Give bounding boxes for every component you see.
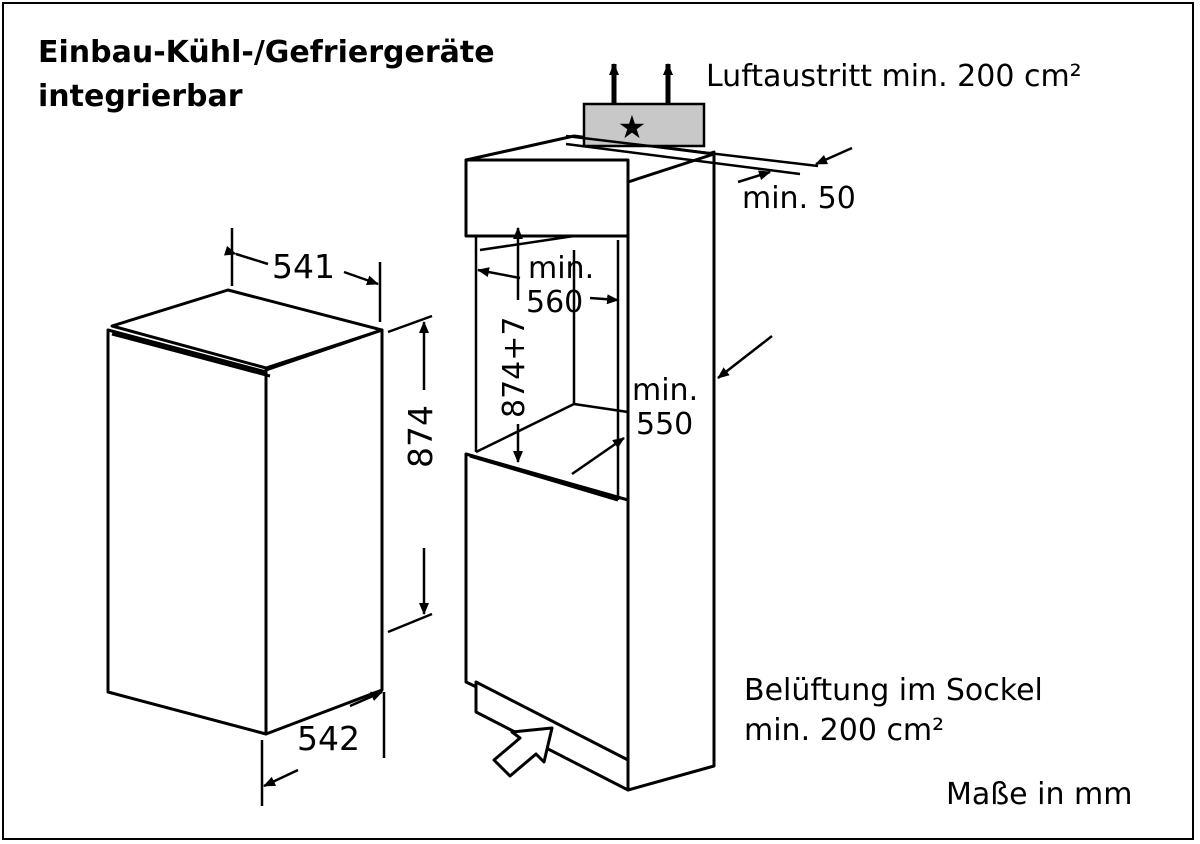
niche-depth-min-label: min.: [632, 373, 699, 408]
appliance-box: [106, 288, 384, 736]
height-dimension: [387, 314, 433, 634]
plinth-vent-label-1: Belüftung im Sockel: [744, 673, 1043, 708]
units-note: Maße in mm: [946, 777, 1133, 812]
air-outlet-label: Luftaustritt min. 200 cm²: [706, 59, 1082, 94]
niche-depth-value: 550: [636, 407, 694, 442]
cabinet: [464, 134, 716, 792]
title-line-2: integrierbar: [38, 79, 243, 114]
plinth-vent-label-2: min. 200 cm²: [744, 713, 945, 748]
air-outlet-arrows: [609, 63, 673, 104]
depth-dimension: [260, 690, 386, 806]
svg-text:★: ★: [618, 108, 647, 146]
appliance-width-label: 541: [272, 247, 335, 286]
niche-width-min-label: min.: [528, 251, 595, 286]
width-dimension: [224, 228, 382, 322]
gap-dimension: [565, 134, 853, 184]
niche-height-label: 874+7: [497, 316, 532, 418]
niche-depth-dimension: [571, 335, 773, 476]
niche-width-value: 560: [526, 285, 584, 320]
niche-interior: [469, 234, 629, 502]
top-vent-panel: ★: [582, 102, 706, 148]
title-line-1: Einbau-Kühl-/Gefriergeräte: [38, 35, 495, 70]
niche-width-dimension: [477, 267, 619, 305]
gap-label: min. 50: [742, 181, 856, 216]
appliance-height-label: 874: [401, 405, 440, 468]
plinth-vent-arrow: [492, 726, 554, 778]
appliance-depth-label: 542: [297, 719, 360, 758]
